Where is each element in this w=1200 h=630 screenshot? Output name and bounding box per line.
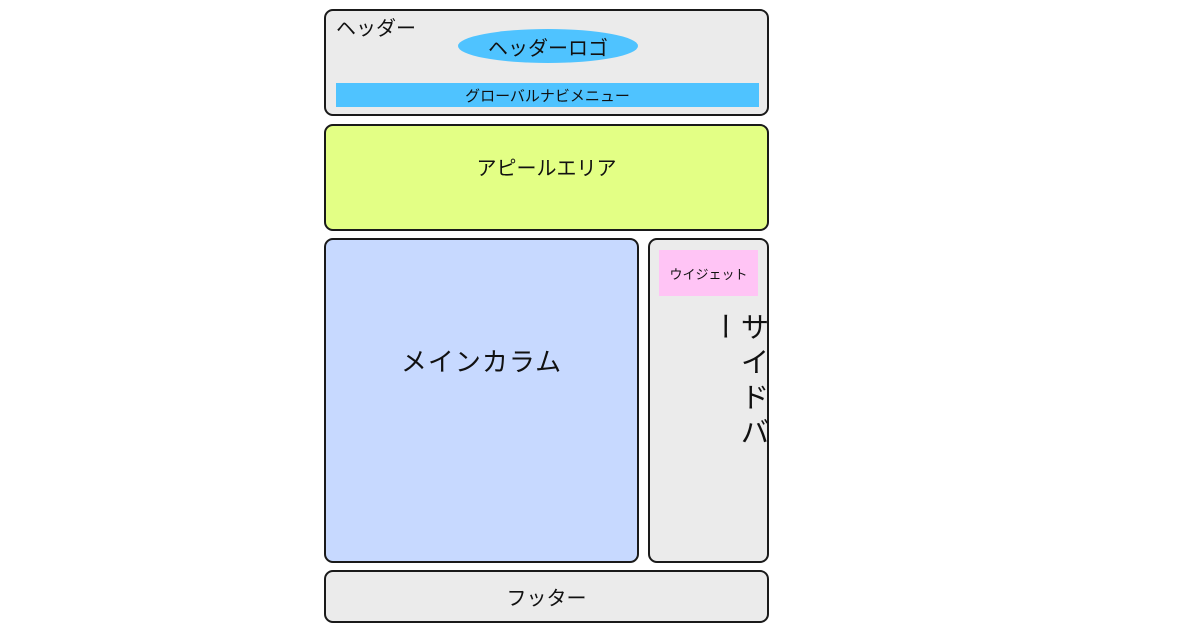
widget-box: ウイジェット [659, 250, 758, 296]
appeal-area-label: アピールエリア [476, 156, 617, 180]
global-nav-bar: グローバルナビメニュー [336, 83, 759, 107]
header-logo: ヘッダーロゴ [458, 29, 638, 63]
sidebar-box: ウイジェット サイドバー [648, 238, 770, 563]
header-box: ヘッダー ヘッダーロゴ グローバルナビメニュー [324, 9, 769, 116]
header-label: ヘッダー [336, 16, 416, 40]
footer-label: フッター [506, 586, 587, 610]
sidebar-label: サイドバー [707, 312, 770, 452]
appeal-area-box: アピールエリア [324, 124, 769, 231]
main-column-label: メインカラム [400, 348, 563, 378]
footer-box: フッター [324, 570, 769, 623]
sidebar-label-wrap: サイドバー [650, 312, 770, 482]
main-column-box: メインカラム [324, 238, 639, 563]
